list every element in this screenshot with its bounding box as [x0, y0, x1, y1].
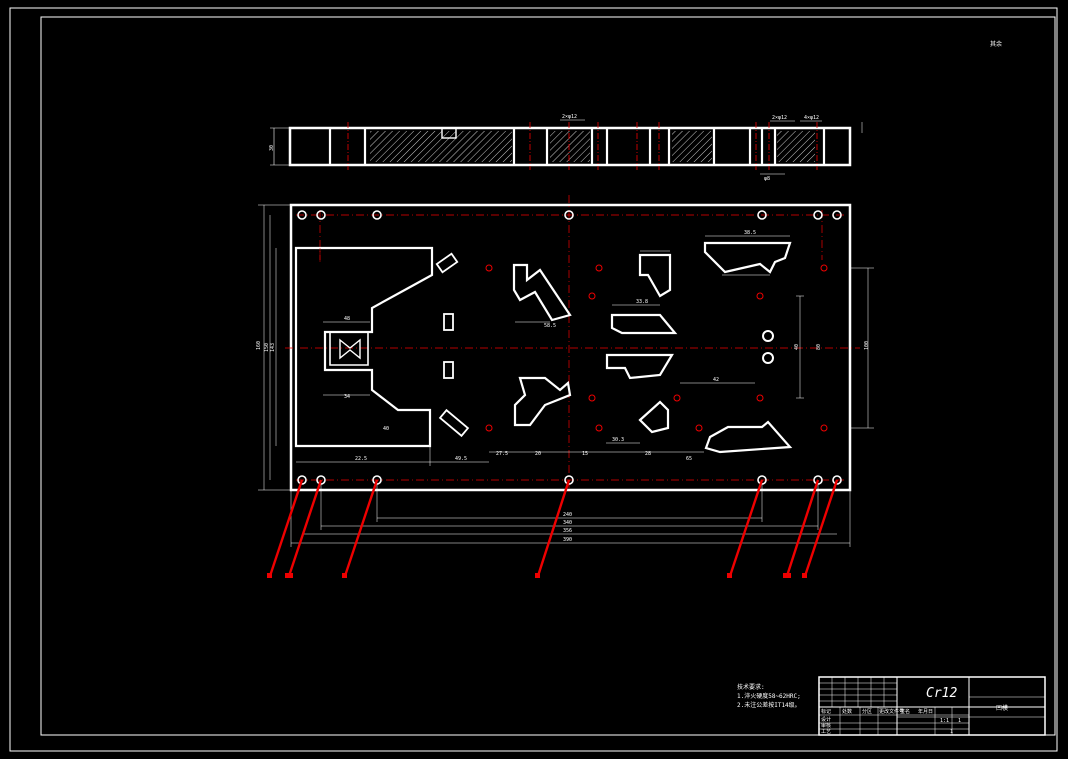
role-label-2: 工艺 — [821, 729, 831, 735]
dim-cut-b: 34 — [344, 394, 350, 400]
sheet-count: 1 — [958, 718, 961, 724]
sheet-border-inner — [40, 16, 1056, 736]
hatch-section-4 — [777, 131, 815, 162]
plan-view: 160 150 143 100 80 40 240 340 356 390 22… — [256, 195, 874, 547]
part-name: 凹模 — [996, 704, 1008, 712]
title-block — [818, 676, 1046, 736]
dim-cut-d: 33.8 — [636, 299, 648, 305]
section-view: 30 2×φ12 2×φ12 4×φ12 φ8 — [269, 114, 863, 182]
row-label-2: 分区 — [862, 708, 872, 715]
sheet-border-outer — [9, 7, 1058, 752]
role-label-1: 审核 — [821, 722, 831, 729]
dim-span-c: 240 — [563, 512, 572, 518]
dim-cut-h: 42 — [713, 377, 719, 383]
scale-value: 1:1 — [940, 718, 949, 724]
dim-height-d: 80 — [816, 344, 822, 350]
technical-notes: 技术要求: 1.淬火硬度58~62HRC; 2.未注公差按IT14级。 — [737, 683, 801, 710]
dim-overall-width: 390 — [563, 537, 572, 543]
dim-left-x2: 49.5 — [455, 456, 467, 462]
row-label-3: 更改文件号 — [879, 708, 904, 715]
row-label-1: 处数 — [842, 708, 852, 715]
row-label-5: 年月日 — [918, 708, 933, 715]
role-label-0: 设计 — [821, 716, 831, 723]
dim-left-x1: 22.5 — [355, 456, 367, 462]
reference-leaders — [268, 479, 839, 577]
dim-height-a: 150 — [264, 343, 270, 352]
notes-line-2: 2.未注公差按IT14级。 — [737, 702, 801, 709]
dim-thickness: 30 — [269, 145, 275, 151]
dim-span-a: 356 — [563, 528, 572, 534]
dim-cut-g: 65 — [686, 456, 692, 462]
roughness-mark: 其余 — [990, 40, 1002, 48]
dim-cut-l: 28 — [645, 451, 651, 457]
dim-cut-c: 58.5 — [544, 323, 556, 329]
material-label: Cr12 — [926, 686, 957, 701]
hatch-section-3 — [672, 131, 712, 162]
dim-cut-e: 20 — [535, 451, 541, 457]
hatch-section-1 — [370, 131, 512, 162]
row-label-0: 标记 — [821, 708, 831, 715]
dim-cut-i: 38.5 — [744, 230, 756, 236]
callout-a: 2×φ12 — [562, 114, 577, 120]
dim-height-c: 100 — [864, 341, 870, 350]
dim-height-b: 143 — [270, 343, 276, 352]
sheet-number: 1 — [950, 729, 953, 735]
row-label-4: 签名 — [900, 708, 910, 715]
notes-title: 技术要求: — [737, 684, 765, 691]
dim-overall-height: 160 — [256, 341, 262, 350]
callout-b: 2×φ12 — [772, 115, 787, 121]
dim-cut-f: 40 — [383, 426, 389, 432]
dim-left-x3: 27.5 — [496, 451, 508, 457]
callout-c: 4×φ12 — [804, 115, 819, 121]
callout-d: φ8 — [764, 176, 770, 182]
dim-cut-a: 48 — [344, 316, 350, 322]
dim-cut-j: 30.3 — [612, 437, 624, 443]
notes-line-1: 1.淬火硬度58~62HRC; — [737, 693, 801, 700]
dim-span-b: 340 — [563, 520, 572, 526]
hatch-section-2 — [550, 131, 590, 162]
dim-right-y: 40 — [794, 344, 800, 350]
dim-cut-k: 15 — [582, 451, 588, 457]
